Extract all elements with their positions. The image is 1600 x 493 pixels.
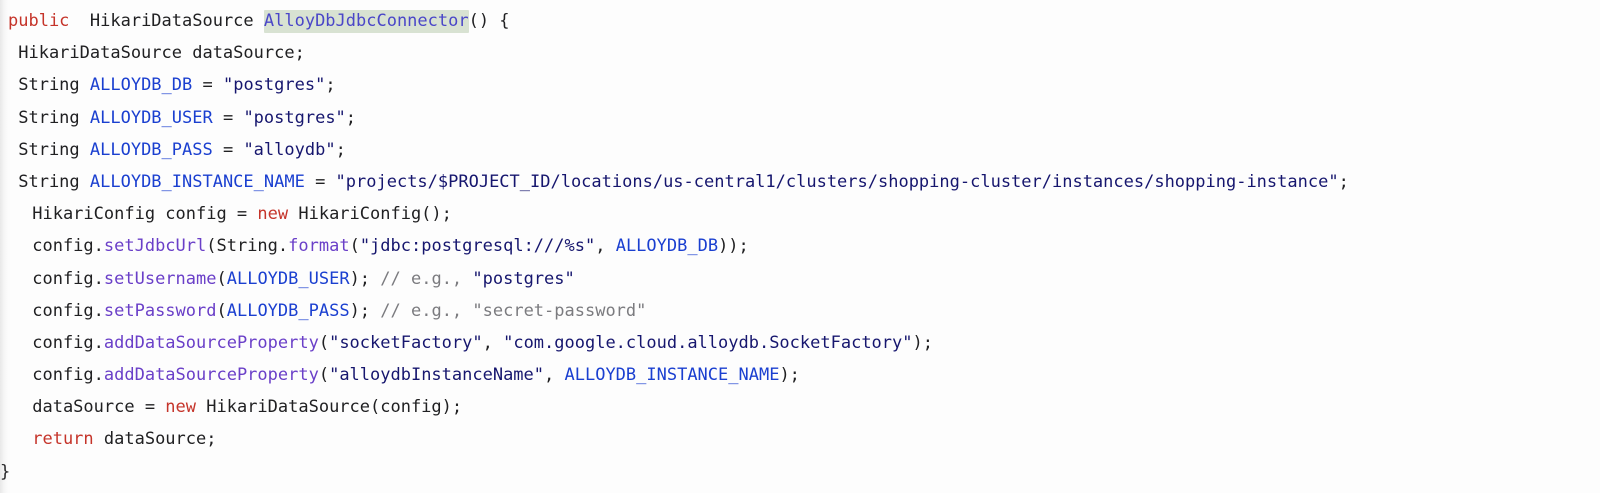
code-line: String ALLOYDB_USER = "postgres"; bbox=[0, 102, 1600, 134]
code-token-plain: ; bbox=[335, 139, 346, 160]
code-token-kw: public bbox=[8, 11, 70, 31]
code-token-method: setJdbcUrl bbox=[103, 236, 207, 257]
code-token-plain: ; bbox=[345, 107, 357, 128]
code-token-comment: // e.g., "secret-password" bbox=[380, 300, 647, 321]
code-token-plain: ( bbox=[349, 236, 360, 257]
code-token-plain: = bbox=[304, 171, 336, 192]
code-token-string: "alloydbInstanceName" bbox=[329, 365, 545, 386]
code-line: dataSource = new HikariDataSource(config… bbox=[0, 391, 1600, 423]
code-token-kw: new bbox=[165, 397, 197, 418]
code-token-plain: HikariConfig(); bbox=[288, 204, 452, 225]
code-line: return dataSource; bbox=[0, 423, 1600, 455]
code-token-plain: ); bbox=[912, 332, 933, 353]
code-token-plain: ); bbox=[349, 300, 381, 321]
code-token-plain: = bbox=[192, 75, 223, 96]
code-line: config.setUsername(ALLOYDB_USER); // e.g… bbox=[0, 263, 1600, 295]
code-token-plain: HikariDataSource(config); bbox=[196, 397, 463, 418]
code-token-hl: AlloyDbJdbcConnector bbox=[263, 10, 469, 33]
code-line: config.addDataSourceProperty("alloydbIns… bbox=[0, 359, 1600, 391]
code-token-kw: return bbox=[22, 429, 94, 450]
code-token-plain: , bbox=[544, 365, 565, 386]
code-token-plain: config. bbox=[22, 332, 104, 353]
code-token-plain: ( bbox=[216, 268, 227, 289]
code-token-plain: } bbox=[0, 461, 11, 482]
code-token-plain: ( bbox=[216, 300, 227, 321]
code-token-string: "postgres" bbox=[243, 107, 346, 128]
code-token-method: setUsername bbox=[103, 268, 217, 289]
code-token-string: "alloydb" bbox=[243, 139, 336, 160]
code-token-plain: config. bbox=[22, 365, 104, 386]
code-token-plain: HikariConfig config = bbox=[22, 204, 258, 225]
code-token-method: format bbox=[288, 236, 350, 257]
code-token-plain: HikariDataSource bbox=[69, 11, 264, 31]
code-token-ident: ALLOYDB_INSTANCE_NAME bbox=[89, 171, 305, 192]
code-token-method: addDataSourceProperty bbox=[103, 332, 319, 353]
code-token-method: setPassword bbox=[103, 300, 217, 321]
code-token-plain: ( bbox=[318, 365, 330, 386]
code-token-plain: String bbox=[8, 75, 90, 96]
code-line: config.setPassword(ALLOYDB_PASS); // e.g… bbox=[0, 295, 1600, 327]
code-line: } bbox=[0, 456, 1600, 488]
code-line: config.setJdbcUrl(String.format("jdbc:po… bbox=[0, 230, 1600, 262]
code-token-plain: String bbox=[8, 171, 90, 192]
code-token-ident: ALLOYDB_USER bbox=[89, 107, 213, 128]
code-line: String ALLOYDB_INSTANCE_NAME = "projects… bbox=[0, 166, 1600, 198]
code-token-string: "postgres" bbox=[222, 75, 326, 96]
code-token-plain: = bbox=[212, 107, 244, 128]
code-token-plain: ; bbox=[1338, 171, 1349, 192]
code-token-ident: ALLOYDB_PASS bbox=[226, 300, 350, 321]
code-line: String ALLOYDB_PASS = "alloydb"; bbox=[0, 134, 1600, 166]
code-line: public HikariDataSource AlloyDbJdbcConne… bbox=[0, 5, 1600, 37]
code-token-plain: (String. bbox=[206, 236, 289, 257]
code-token-ident: ALLOYDB_DB bbox=[89, 75, 193, 96]
code-line-list: public HikariDataSource AlloyDbJdbcConne… bbox=[0, 5, 1600, 488]
code-token-plain: ; bbox=[325, 75, 336, 96]
code-token-ident: ALLOYDB_INSTANCE_NAME bbox=[564, 365, 780, 386]
code-token-plain: dataSource = bbox=[22, 397, 166, 418]
code-token-plain: config. bbox=[22, 236, 104, 257]
code-line: HikariDataSource dataSource; bbox=[0, 37, 1600, 69]
code-token-comment: // e.g., bbox=[380, 268, 473, 289]
code-token-method: addDataSourceProperty bbox=[103, 365, 319, 386]
code-token-string: "com.google.cloud.alloydb.SocketFactory" bbox=[503, 332, 913, 353]
code-token-plain: , bbox=[482, 332, 504, 353]
code-token-string: "projects/$PROJECT_ID/locations/us-centr… bbox=[335, 171, 1339, 192]
code-token-plain: String bbox=[8, 139, 90, 160]
code-token-string: "postgres" bbox=[472, 268, 575, 289]
code-token-plain: dataSource; bbox=[93, 429, 217, 450]
code-token-plain: config. bbox=[22, 268, 104, 289]
code-token-ident: ALLOYDB_DB bbox=[615, 236, 719, 257]
code-token-plain: ( bbox=[318, 332, 330, 353]
code-token-string: "socketFactory" bbox=[329, 332, 483, 353]
code-token-string: "jdbc:postgresql:///%s" bbox=[359, 236, 596, 257]
code-line: String ALLOYDB_DB = "postgres"; bbox=[0, 69, 1600, 101]
code-token-plain: HikariDataSource dataSource; bbox=[8, 43, 305, 64]
code-token-plain: ); bbox=[779, 365, 800, 386]
code-token-ident: ALLOYDB_PASS bbox=[89, 139, 213, 160]
code-token-plain: )); bbox=[718, 236, 749, 257]
code-token-plain: () { bbox=[468, 11, 510, 31]
code-token-plain: config. bbox=[22, 300, 104, 321]
code-line: HikariConfig config = new HikariConfig()… bbox=[0, 198, 1600, 230]
code-token-plain: = bbox=[212, 139, 244, 160]
code-token-plain: String bbox=[8, 107, 90, 128]
code-token-plain: ); bbox=[349, 268, 381, 289]
code-token-plain: , bbox=[595, 236, 616, 257]
code-token-kw: new bbox=[257, 204, 289, 225]
code-token-ident: ALLOYDB_USER bbox=[226, 268, 350, 289]
code-line: config.addDataSourceProperty("socketFact… bbox=[0, 327, 1600, 359]
